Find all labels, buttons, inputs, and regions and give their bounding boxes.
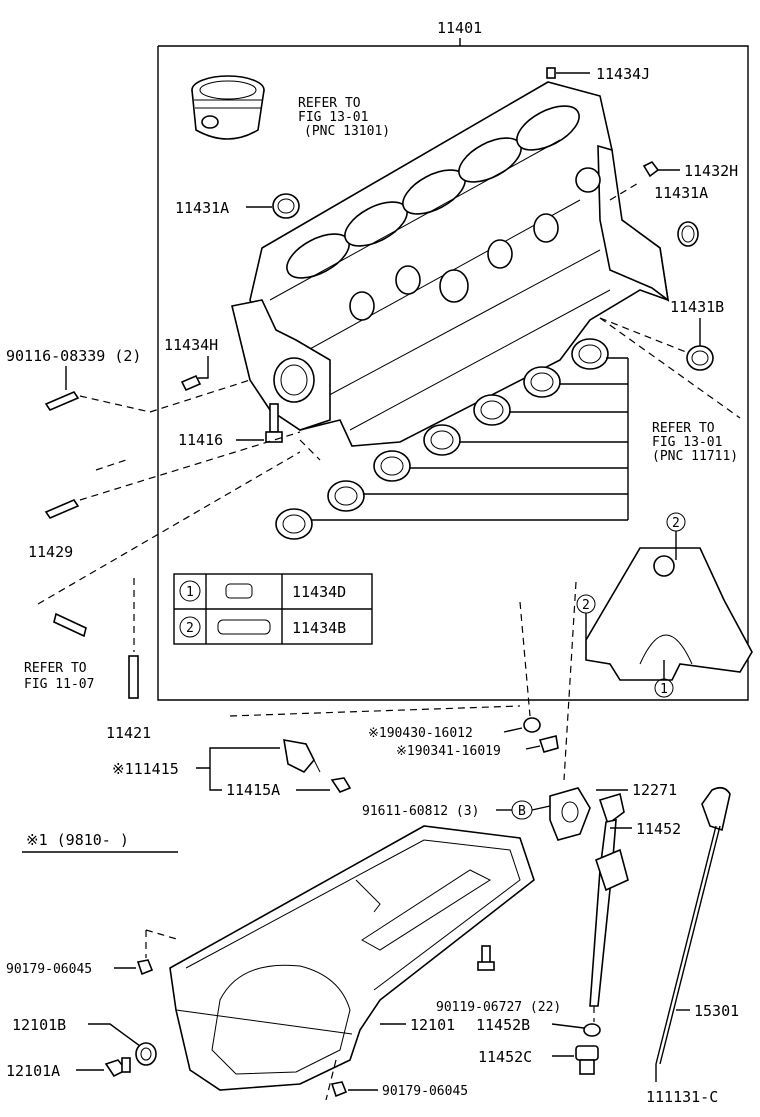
- label-note-range: ※1 (9810- ): [26, 831, 129, 849]
- label-11434j: 11434J: [596, 65, 650, 83]
- crankshaft-bearings: REFER TO FIG 13-01 (PNC 11711): [275, 317, 741, 540]
- bolt-190341: ※190341-16019: [396, 735, 559, 759]
- plug-12101b: 12101B: [12, 1016, 157, 1066]
- gasket-190430: ※190430-16012: [368, 601, 541, 741]
- bolt-11416: 11416: [178, 403, 283, 449]
- bolt-91611: 91611-60812 (3) B: [362, 800, 551, 820]
- label-11431a-right: 11431A: [654, 184, 708, 202]
- plug-90179-a: 90179-06045: [6, 929, 181, 977]
- pin-11421: 11421: [106, 578, 151, 742]
- label-90179-b: 90179-06045: [382, 1084, 468, 1099]
- label-90116: 90116-08339 (2): [6, 347, 141, 365]
- label-11431b: 11431B: [670, 298, 724, 316]
- label-12101a: 12101A: [6, 1062, 60, 1080]
- legend-index-2: 2: [186, 621, 194, 636]
- marker-b: B: [518, 804, 526, 819]
- label-11452c: 11452C: [478, 1048, 532, 1066]
- label-15301: 15301: [694, 1002, 739, 1020]
- legend-table: 1 2 11434D 11434B: [173, 573, 373, 645]
- plug-11431b: 11431B: [599, 298, 724, 371]
- legend-part-11434d: 11434D: [292, 583, 346, 601]
- label-refer-piston-2: FIG 13-01: [298, 110, 368, 125]
- guide-11452: 11452: [589, 792, 681, 1007]
- refer-fig-11-07: REFER TO FIG 11-07: [24, 451, 301, 692]
- label-refer-piston-3: (PNC 13101): [304, 124, 390, 139]
- label-91611: 91611-60812 (3): [362, 804, 479, 819]
- callout-seal-2b: 2: [582, 598, 590, 613]
- legend-index-1: 1: [186, 585, 194, 600]
- label-11432h: 11432H: [684, 162, 738, 180]
- label-11452: 11452: [636, 820, 681, 838]
- dipstick-15301: 15301 111131-C: [646, 786, 739, 1106]
- label-11434h: 11434H: [164, 336, 218, 354]
- gasket-12271: 12271: [549, 581, 677, 841]
- label-90119: 90119-06727 (22): [436, 1000, 561, 1015]
- label-refer-bearing-1: REFER TO: [652, 421, 715, 436]
- stud-11429: 11429: [28, 431, 301, 561]
- main-frame: 11401: [157, 19, 749, 701]
- label-11401: 11401: [437, 19, 482, 37]
- label-refer-bearing-2: FIG 13-01: [652, 435, 722, 450]
- plug-12101a: 12101A: [6, 1057, 131, 1080]
- label-refer-fig-2: FIG 11-07: [24, 677, 94, 692]
- bolt-11434j: 11434J: [546, 65, 650, 83]
- plug-90179-b: 90179-06045: [325, 1059, 468, 1101]
- legend-part-11434b: 11434B: [292, 619, 346, 637]
- ring-11452b: 11452B: [476, 1006, 601, 1037]
- label-111131c: 111131-C: [646, 1088, 718, 1106]
- plug-11452c: 11452C: [478, 1045, 599, 1075]
- label-11416: 11416: [178, 431, 223, 449]
- label-11429: 11429: [28, 543, 73, 561]
- label-11421: 11421: [106, 724, 151, 742]
- label-11431a-left: 11431A: [175, 199, 229, 217]
- note-range: ※1 (9810- ): [22, 831, 178, 853]
- plug-90119: 90119-06727 (22): [436, 945, 561, 1015]
- label-190341: ※190341-16019: [396, 744, 501, 759]
- rear-seal-retainer: 2 2 1: [576, 512, 753, 698]
- pin-11434h: 11434H: [164, 336, 218, 392]
- label-111415: ※111415: [112, 760, 179, 778]
- oil-pan-12101: 12101: [169, 825, 535, 1091]
- label-190430: ※190430-16012: [368, 726, 473, 741]
- label-refer-fig-1: REFER TO: [24, 661, 87, 676]
- plug-11432h: 11432H 11431A: [609, 160, 738, 247]
- label-12271: 12271: [632, 781, 677, 799]
- callout-seal-2a: 2: [672, 516, 680, 531]
- label-refer-bearing-3: (PNC 11711): [652, 449, 738, 464]
- label-11415a: 11415A: [226, 781, 280, 799]
- label-refer-piston-1: REFER TO: [298, 96, 361, 111]
- label-12101: 12101: [410, 1016, 455, 1034]
- callout-seal-1: 1: [660, 682, 668, 697]
- sensor-111415: ※111415 11415A: [112, 705, 521, 799]
- label-12101b: 12101B: [12, 1016, 66, 1034]
- plug-11431a-left: 11431A: [175, 193, 300, 219]
- label-11452b: 11452B: [476, 1016, 530, 1034]
- piston-reference: REFER TO FIG 13-01 (PNC 13101): [191, 75, 390, 140]
- cylinder-block: [231, 81, 670, 447]
- label-90179-a: 90179-06045: [6, 962, 92, 977]
- stud-90116: 90116-08339 (2): [6, 347, 251, 413]
